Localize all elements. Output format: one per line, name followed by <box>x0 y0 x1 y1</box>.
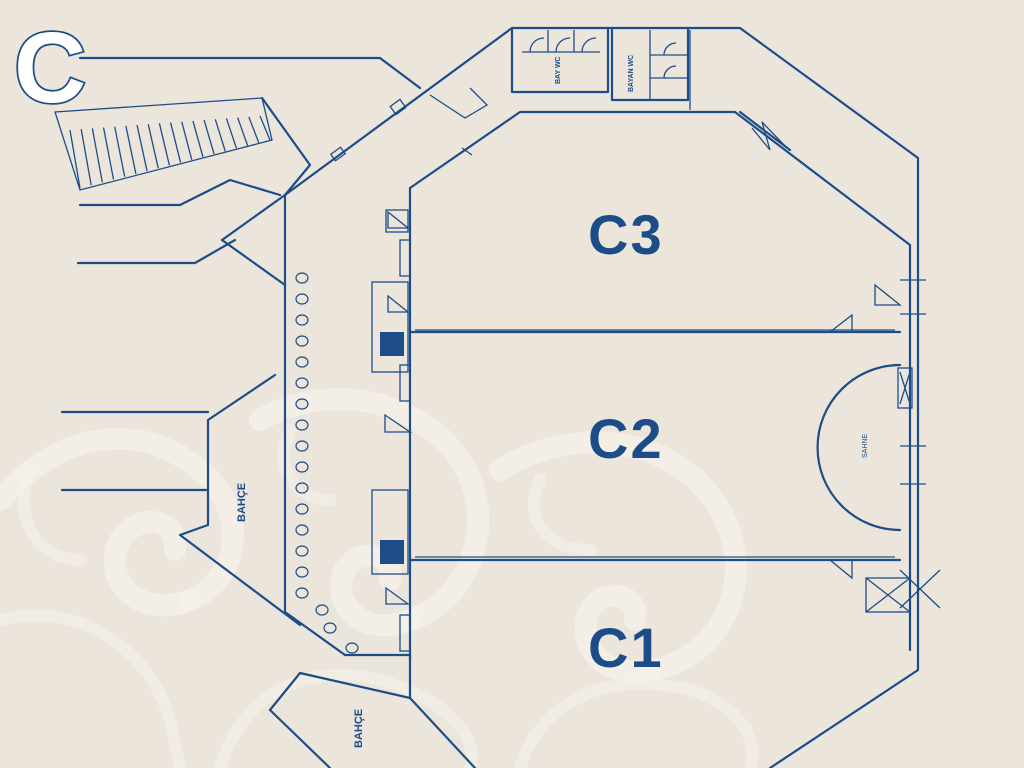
column-8 <box>295 419 309 431</box>
column-16 <box>295 587 309 599</box>
column-15 <box>295 566 309 578</box>
service-blocks <box>371 209 411 652</box>
column-10 <box>295 461 309 473</box>
column-9 <box>295 440 309 452</box>
stair-tread <box>214 119 226 152</box>
room-c1-label: C1 <box>588 616 664 679</box>
garden-bottom-label: BAHÇE <box>353 709 365 748</box>
stair-tread <box>136 124 148 172</box>
room-c3-label: C3 <box>588 203 664 266</box>
stair-tread <box>248 116 260 144</box>
stair-tread <box>69 129 81 189</box>
stair-tread <box>203 119 215 155</box>
column-4 <box>295 335 309 347</box>
column-18 <box>323 622 337 634</box>
doors <box>329 98 941 613</box>
column-3 <box>295 314 309 326</box>
stair-tread <box>125 125 137 175</box>
hall-walls <box>408 110 912 662</box>
staircase <box>54 56 489 265</box>
stair-tread <box>91 128 103 183</box>
column-14 <box>295 545 309 557</box>
stair-tread <box>237 117 249 146</box>
mens-restroom-label: BAY WC <box>555 56 562 84</box>
stair-tread <box>80 129 92 186</box>
stage-label: SAHNE <box>862 434 869 458</box>
stair-tread <box>192 120 204 158</box>
restroom-block <box>510 28 691 110</box>
column-7 <box>295 398 309 410</box>
stair-tread <box>169 122 182 163</box>
stair-tread <box>225 118 238 149</box>
column-11 <box>295 482 309 494</box>
column-19 <box>345 642 359 654</box>
column-13 <box>295 524 309 536</box>
room-c2-label: C2 <box>588 407 664 470</box>
terrace-lines <box>60 410 210 492</box>
stair-tread <box>259 115 271 141</box>
column-17 <box>315 604 329 616</box>
column-2 <box>295 293 309 305</box>
hall-letter: C <box>14 12 86 124</box>
stair-tread <box>181 121 193 160</box>
column-12 <box>295 503 309 515</box>
foyer-columns <box>295 272 359 654</box>
stair-tread <box>147 124 159 169</box>
womens-restroom-label: BAYAN WC <box>628 55 635 92</box>
stage <box>816 363 913 532</box>
garden-left-label: BAHÇE <box>236 483 248 522</box>
column-6 <box>295 377 309 389</box>
column-5 <box>295 356 309 368</box>
stair-tread <box>114 126 126 177</box>
stair-tread <box>158 123 171 166</box>
stair-tread <box>102 127 115 180</box>
column-1 <box>295 272 309 284</box>
